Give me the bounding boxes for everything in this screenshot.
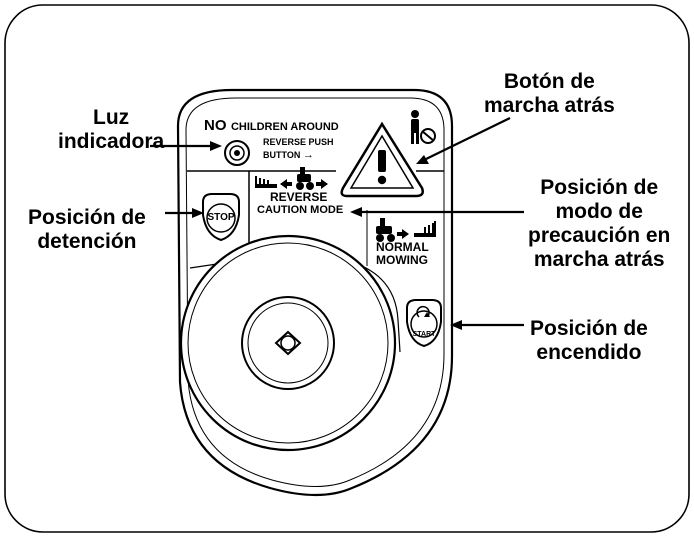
outer-frame — [4, 4, 690, 533]
arrow-right-icon: → — [302, 149, 314, 161]
ignition-knob-ring — [187, 242, 389, 444]
callout-line: Posición de — [28, 206, 146, 229]
arrow-stop-position — [165, 208, 204, 218]
ignition-knob-hub-inner — [247, 302, 329, 384]
start-label: START — [412, 331, 436, 338]
callout-reverse-button: Botón de marcha atrás — [484, 70, 615, 118]
normal-label: NORMAL — [376, 240, 429, 254]
callout-line: Posición de — [530, 317, 648, 340]
callout-line: Posición de — [540, 176, 659, 199]
mowing-label: MOWING — [376, 253, 428, 267]
key-slot-icon — [274, 330, 302, 356]
no-word: NO — [204, 117, 227, 134]
callout-reverse-caution: Posición de modo de precaución en marcha… — [528, 176, 670, 272]
callout-indicator-light: Luz indicadora — [58, 106, 164, 154]
callout-line: indicadora — [58, 130, 165, 153]
reverse-label: REVERSE — [270, 190, 328, 204]
callout-line: modo de — [555, 200, 643, 223]
arrow-reverse-button — [416, 117, 511, 164]
button-word: BUTTON — [263, 150, 301, 160]
reverse-button[interactable] — [340, 121, 424, 198]
indicator-light-icon — [224, 140, 250, 166]
arrow-reverse-caution — [350, 207, 524, 217]
no-children-label: NO CHILDREN AROUND — [204, 118, 339, 134]
callout-stop-position: Posición de detención — [28, 206, 146, 254]
callout-line: precaución en — [528, 224, 671, 247]
callout-start-position: Posición de encendido — [530, 317, 648, 365]
callout-line: detención — [37, 230, 137, 253]
callout-line: marcha atrás — [533, 248, 665, 271]
mower-forward-icon — [376, 218, 436, 242]
arrow-indicator-light — [150, 141, 222, 151]
callout-line: Luz — [93, 106, 130, 129]
callout-line: Botón de — [503, 70, 595, 93]
caution-mode-label: CAUTION MODE — [257, 204, 344, 216]
arrow-start-position — [450, 320, 524, 330]
stop-label: STOP — [207, 212, 235, 223]
ignition-panel-inner-edge — [185, 97, 445, 487]
child-person-icon — [411, 110, 436, 144]
children-around-words: CHILDREN AROUND — [230, 121, 339, 133]
mower-reverse-icon — [255, 167, 328, 190]
callout-line: encendido — [536, 341, 642, 364]
stop-key-icon — [202, 193, 240, 242]
callout-line: marcha atrás — [484, 94, 615, 117]
button-label: BUTTON → — [263, 150, 314, 161]
reverse-push-label: REVERSE PUSH — [263, 137, 334, 147]
start-key-icon — [406, 299, 442, 348]
